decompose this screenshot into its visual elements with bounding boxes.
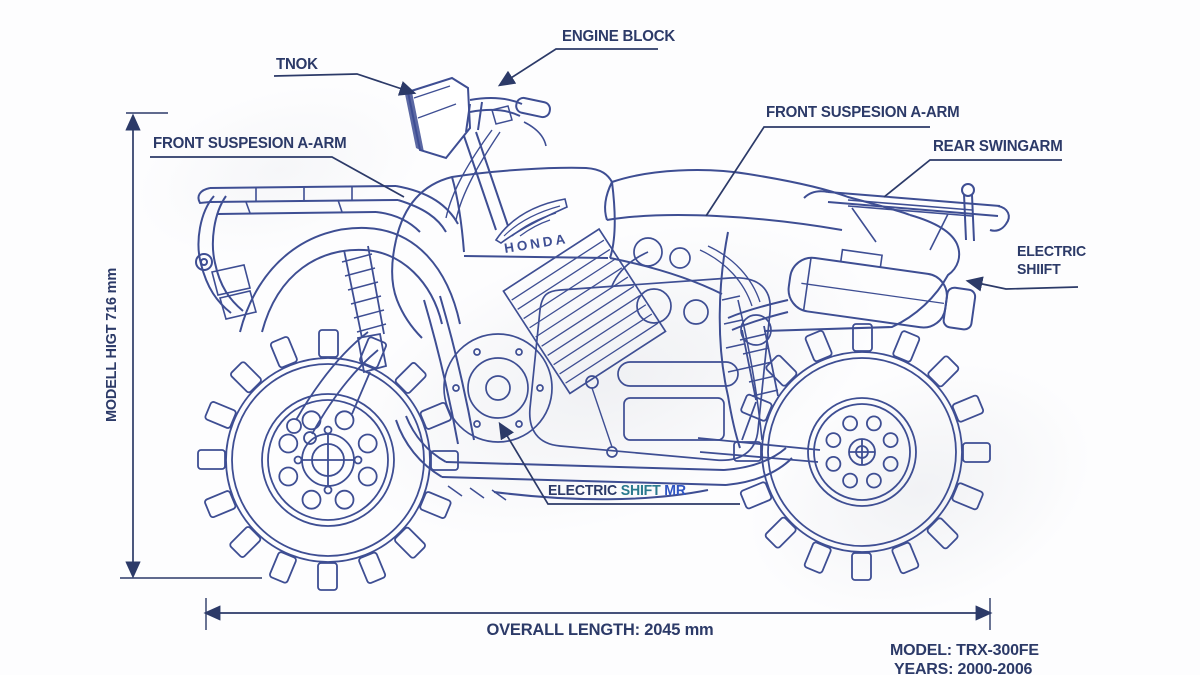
front-suspension-right-leader (705, 126, 930, 217)
front-suspension (286, 245, 388, 445)
honda-logo: HONDA (494, 198, 569, 256)
rear-suspension-swingarm (697, 325, 821, 463)
front-suspension-right-label: FRONT SUSPESION A-ARM (766, 104, 960, 121)
rear-swingarm-label: REAR SWINGARM (933, 138, 1063, 155)
electric-shift-line2: SHIIFT (1017, 260, 1061, 278)
shift-motor-word3: MR (664, 482, 686, 499)
height-dimension-label: MODELL HIGT 716 mm (104, 267, 120, 423)
frame-footboard (395, 295, 793, 501)
title-block: MODEL: TRX-300FE YEARS: 2000-2006 (890, 641, 1039, 675)
length-dimension-label: OVERALL LENGTH: 2045 mm (486, 621, 714, 639)
rear-rack (803, 183, 1010, 251)
electric-shift-label: ELECTRIC SHIIFT (1017, 243, 1086, 278)
engine-block-drawing (443, 227, 772, 462)
electric-shift-line1: ELECTRIC (1017, 243, 1087, 260)
shift-motor-label: ELECTRIC SHIFT MR (548, 482, 686, 500)
model-text: MODEL: TRX-300FE (890, 642, 1039, 659)
body-silhouette (239, 166, 961, 449)
tank-leader (273, 73, 417, 96)
dimension-lines (120, 112, 993, 630)
rear-swingarm-leader (883, 159, 1062, 198)
tank-label: TNOK (276, 56, 318, 73)
shift-motor-word2: SHIFT (620, 482, 661, 499)
engine-block-leader (497, 48, 658, 87)
front-suspension-left-leader (150, 156, 405, 198)
front-rack (195, 185, 459, 320)
years-text: YEARS: 2000-2006 (894, 661, 1033, 675)
shift-motor-word1: ELECTRIC (548, 482, 618, 499)
front-suspension-left-label: FRONT SUSPESION A-ARM (153, 135, 347, 152)
handlebar-pod (405, 76, 551, 231)
muffler (727, 248, 977, 331)
engine-block-label: ENGINE BLOCK (562, 28, 676, 45)
electric-shift-leader (965, 276, 1079, 292)
callout-leaders (150, 48, 1079, 505)
shift-motor-leader (498, 421, 740, 505)
rear-wheel (733, 323, 991, 581)
